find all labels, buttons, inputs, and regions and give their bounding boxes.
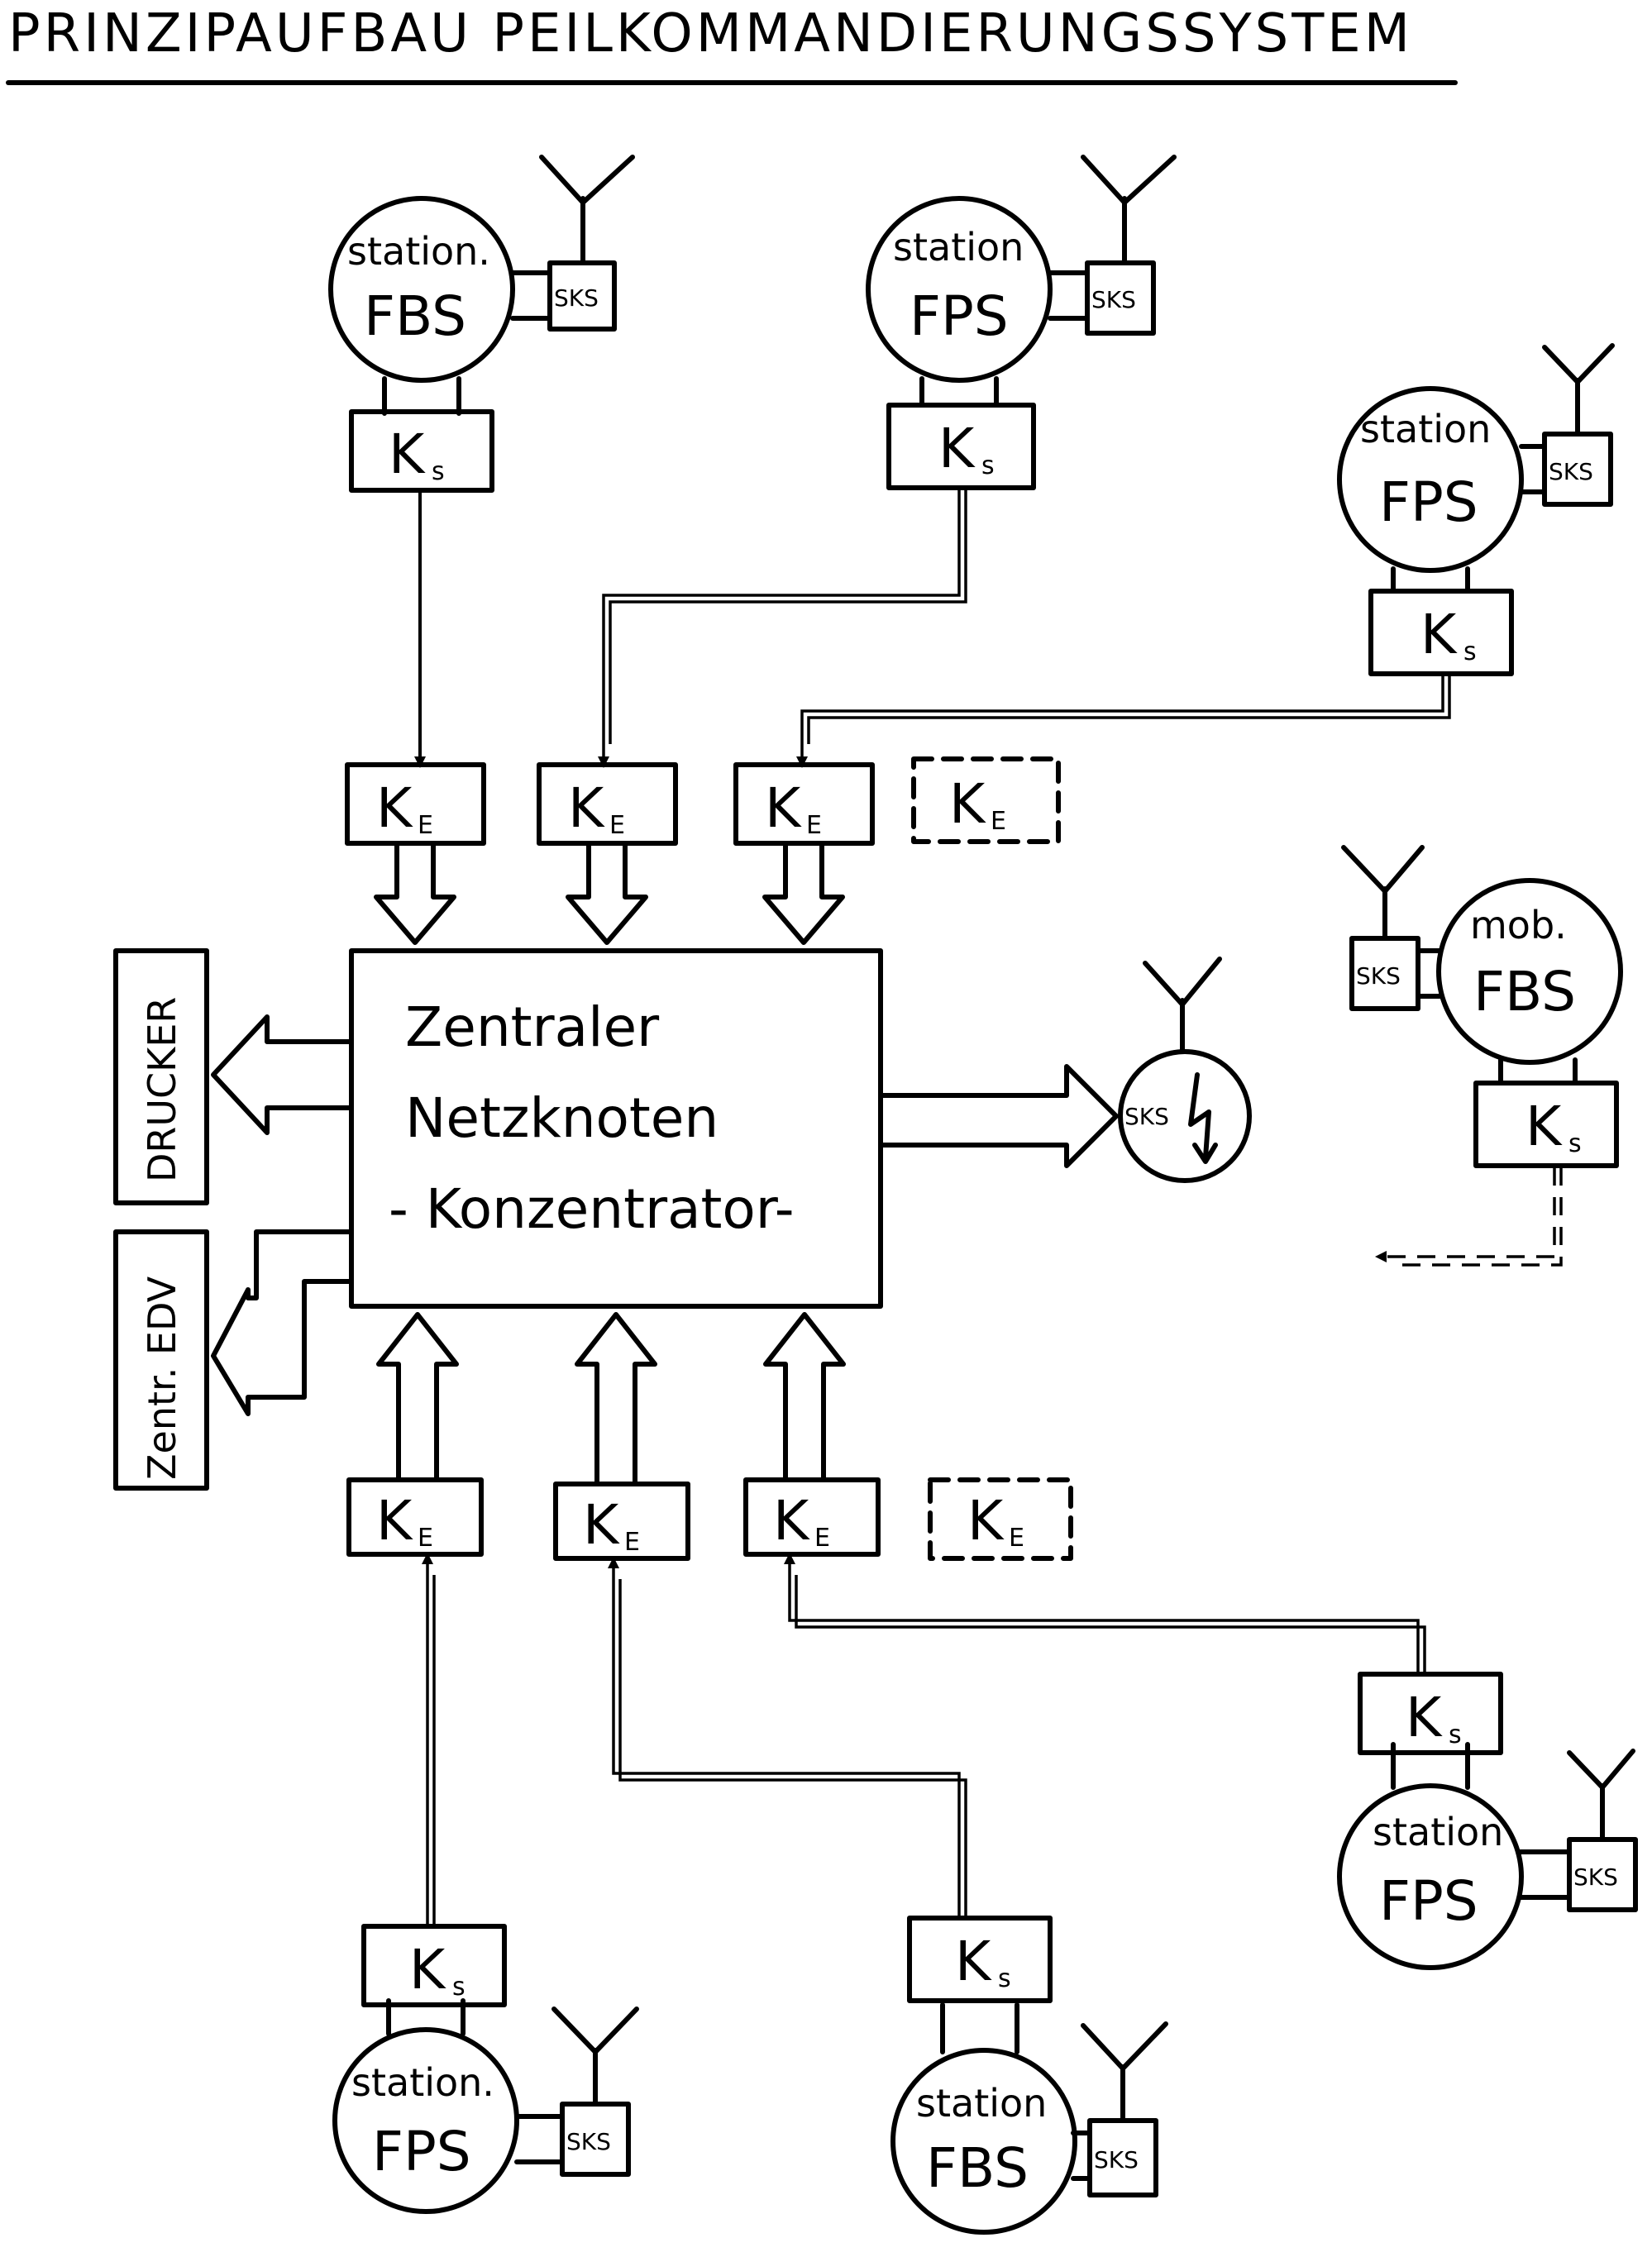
svg-text:K: K bbox=[1420, 603, 1458, 666]
central-node-line2: Netzknoten bbox=[405, 1086, 719, 1150]
svg-text:E: E bbox=[418, 811, 433, 840]
svg-text:s: s bbox=[452, 1973, 466, 2002]
svg-text:E: E bbox=[806, 811, 822, 840]
svg-text:s: s bbox=[1449, 1720, 1462, 1749]
svg-text:K: K bbox=[949, 772, 986, 836]
svg-text:SKS: SKS bbox=[1124, 1103, 1169, 1130]
svg-text:SKS: SKS bbox=[1573, 1863, 1618, 1891]
printer-box: DRUCKER bbox=[113, 948, 209, 1205]
svg-text:s: s bbox=[1568, 1129, 1582, 1158]
svg-text:E: E bbox=[418, 1524, 433, 1553]
diagram-title: PRINZIPAUFBAU PEILKOMMANDIERUNGSSYSTEM bbox=[8, 3, 1413, 64]
svg-text:station: station bbox=[1360, 407, 1491, 451]
svg-text:s: s bbox=[998, 1964, 1011, 1993]
hollow-arrows-top bbox=[374, 842, 845, 945]
svg-text:s: s bbox=[1463, 637, 1477, 666]
svg-text:SKS: SKS bbox=[554, 284, 599, 312]
svg-text:FPS: FPS bbox=[372, 2120, 471, 2183]
central-node: Zentraler Netzknoten - Konzentrator- bbox=[349, 948, 883, 1309]
svg-text:E: E bbox=[814, 1524, 830, 1553]
edp-box: Zentr. EDV bbox=[113, 1229, 209, 1491]
svg-text:station.: station. bbox=[351, 2060, 494, 2105]
svg-text:K: K bbox=[765, 776, 802, 840]
svg-text:station: station bbox=[893, 225, 1024, 270]
antenna-icon bbox=[1567, 1749, 1635, 1842]
svg-text:Zentr. EDV: Zentr. EDV bbox=[140, 1276, 184, 1480]
svg-text:mob.: mob. bbox=[1470, 903, 1567, 947]
link-bottom-mid bbox=[608, 1557, 961, 1916]
svg-text:station: station bbox=[1373, 1810, 1503, 1854]
svg-text:K: K bbox=[773, 1489, 810, 1553]
svg-text:SKS: SKS bbox=[1549, 458, 1593, 485]
svg-text:station: station bbox=[916, 2081, 1047, 2126]
svg-text:SKS: SKS bbox=[1094, 2146, 1139, 2173]
svg-text:FBS: FBS bbox=[364, 284, 466, 348]
svg-text:station.: station. bbox=[347, 229, 490, 274]
link-right-mobile bbox=[1375, 1167, 1556, 1262]
svg-text:K: K bbox=[376, 776, 413, 840]
svg-text:s: s bbox=[432, 457, 445, 486]
svg-text:K: K bbox=[938, 417, 976, 480]
svg-text:FBS: FBS bbox=[926, 2136, 1029, 2200]
antenna-icon bbox=[1143, 957, 1222, 1054]
link-top-mid bbox=[598, 489, 961, 768]
antenna-icon bbox=[1081, 155, 1177, 265]
svg-text:K: K bbox=[1406, 1686, 1443, 1749]
svg-text:FPS: FPS bbox=[1379, 1869, 1478, 1933]
svg-text:K: K bbox=[568, 776, 605, 840]
central-node-line1: Zentraler bbox=[405, 995, 660, 1059]
svg-text:FPS: FPS bbox=[910, 284, 1009, 348]
svg-text:SKS: SKS bbox=[566, 2128, 611, 2155]
arrow-to-edp bbox=[211, 1229, 352, 1416]
arrow-to-radio bbox=[880, 1064, 1119, 1168]
svg-text:K: K bbox=[955, 1930, 992, 1993]
svg-text:K: K bbox=[389, 422, 426, 486]
antenna-icon bbox=[1081, 2021, 1168, 2123]
svg-text:s: s bbox=[981, 451, 995, 480]
svg-text:K: K bbox=[376, 1489, 413, 1553]
central-node-line3: - Konzentrator- bbox=[389, 1177, 795, 1241]
antenna-icon bbox=[539, 155, 635, 265]
hollow-arrows-bottom bbox=[376, 1312, 846, 1485]
antenna-icon bbox=[551, 2006, 639, 2107]
link-right-upper bbox=[796, 675, 1444, 768]
svg-text:E: E bbox=[1009, 1524, 1024, 1553]
svg-text:DRUCKER: DRUCKER bbox=[140, 997, 184, 1182]
svg-text:FBS: FBS bbox=[1473, 960, 1576, 1024]
svg-text:SKS: SKS bbox=[1091, 286, 1136, 313]
svg-text:E: E bbox=[609, 811, 625, 840]
svg-text:K: K bbox=[967, 1489, 1005, 1553]
arrow-to-printer bbox=[211, 1014, 352, 1135]
svg-text:K: K bbox=[409, 1938, 446, 2002]
svg-text:K: K bbox=[1525, 1095, 1563, 1158]
svg-text:SKS: SKS bbox=[1356, 962, 1401, 990]
svg-text:FPS: FPS bbox=[1379, 470, 1478, 534]
svg-text:E: E bbox=[624, 1528, 640, 1557]
svg-text:K: K bbox=[583, 1493, 620, 1557]
radio-sks: SKS bbox=[1118, 957, 1252, 1183]
svg-text:E: E bbox=[991, 807, 1006, 836]
antenna-icon bbox=[1542, 343, 1615, 437]
antenna-icon bbox=[1341, 845, 1425, 941]
link-right-lower bbox=[784, 1553, 1420, 1672]
